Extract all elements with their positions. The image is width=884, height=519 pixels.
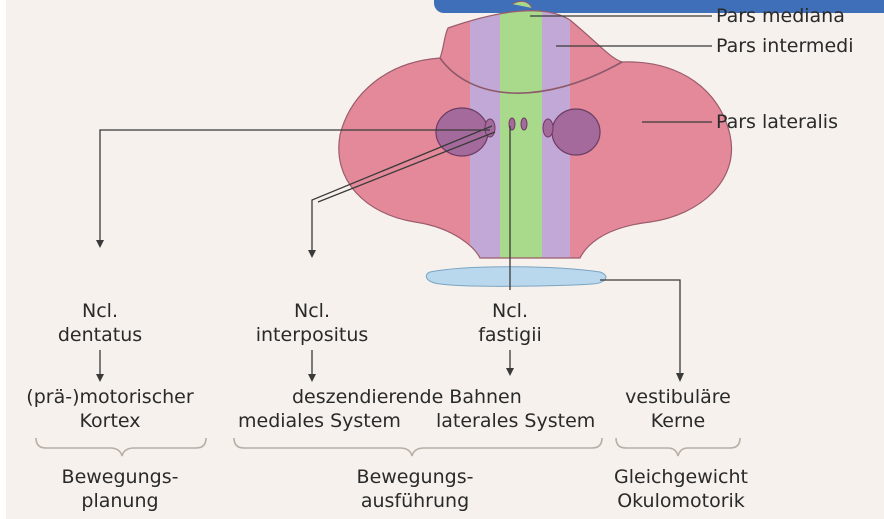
label-ncl-fastigii-1: Ncl. (450, 300, 570, 323)
label-motor-cortex-1: (prä-)motorischer (10, 386, 210, 409)
label-ncl-interpositus-1: Ncl. (240, 300, 384, 323)
label-balance-2: Okulomotorik (596, 490, 766, 513)
vestibular-nuclei-shape (426, 267, 606, 287)
label-ncl-interpositus-2: interpositus (240, 324, 384, 347)
label-planning-1: Bewegungs- (40, 466, 200, 489)
label-medial-system: mediales System (238, 410, 401, 433)
label-execution-2: ausführung (340, 490, 490, 513)
label-lateral-system: laterales System (436, 410, 595, 433)
label-ncl-fastigii-2: fastigii (450, 324, 570, 347)
arrow-interpositus (308, 250, 316, 258)
vermis-tip (512, 1, 532, 8)
label-vestibular-1: vestibuläre (608, 386, 748, 409)
label-pars-mediana: Pars mediana (716, 5, 845, 28)
arrow-vestibular (676, 373, 684, 382)
arrow-dentatus (96, 240, 104, 248)
brace-planning (36, 438, 206, 456)
label-vestibular-2: Kerne (608, 410, 748, 433)
leader-vestibular (600, 280, 680, 375)
ncl-emboliformis-right (543, 119, 553, 137)
brace-execution (234, 438, 602, 456)
label-planning-2: planung (40, 490, 200, 513)
ncl-dentatus-left (436, 108, 488, 156)
label-balance-1: Gleichgewicht (596, 466, 766, 489)
arrow-dentatus-target (96, 374, 104, 382)
label-ncl-dentatus-1: Ncl. (30, 300, 170, 323)
ncl-fastigii-right (521, 118, 527, 130)
label-ncl-dentatus-2: dentatus (30, 324, 170, 347)
label-descending-pathways: deszendierende Bahnen (292, 386, 522, 409)
pars-mediana-region (500, 0, 542, 270)
label-pars-lateralis: Pars lateralis (716, 111, 838, 134)
brace-balance (616, 438, 740, 456)
label-motor-cortex-2: Kortex (10, 410, 210, 433)
arrow-interpositus-target (308, 374, 316, 382)
arrow-fastigii-target (506, 368, 514, 376)
label-execution-1: Bewegungs- (340, 466, 490, 489)
label-pars-intermedia: Pars intermedi (716, 35, 880, 58)
ncl-dentatus-right (552, 109, 600, 155)
